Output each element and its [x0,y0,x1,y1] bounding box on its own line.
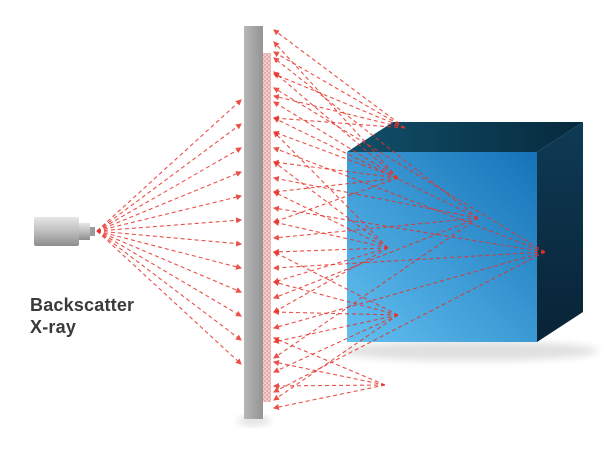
emitter-neck [79,223,90,240]
xray-ray [272,280,399,316]
xray-ray [272,360,386,386]
xray-ray [272,217,479,241]
xray-ray [273,217,479,359]
xray-ray [272,251,399,316]
backscattered-xray-beams [272,29,546,410]
scanned-object-cube [347,122,583,342]
xray-ray [273,247,389,313]
xray-ray [272,177,399,224]
detector-panel [244,26,271,419]
xray-ray [272,251,546,330]
xray-ray [273,41,399,179]
xray-ray [273,57,479,219]
cube-shadow [342,341,598,361]
xray-ray [272,251,546,271]
detector-strip [263,53,271,402]
cube-top-face [347,122,583,152]
diagram-label: Backscatter X-ray [30,294,134,338]
xray-ray [96,194,243,232]
xray-ray [272,220,389,249]
xray-ray [272,146,546,253]
xray-ray [96,230,243,293]
xray-ray [272,314,399,373]
xray-ray [272,94,406,129]
xray-ray [272,115,406,129]
xray-ray [96,230,242,365]
cube-right-face [537,122,583,342]
xray-ray [96,171,243,232]
xray-ray [96,99,242,232]
emitter-tip [90,227,95,236]
xray-ray [273,161,389,249]
xray-ray [273,71,399,179]
xray-ray [272,251,546,393]
xray-emitter [34,217,95,246]
xray-ray [96,230,243,247]
panel-shadow [237,417,271,425]
xray-ray [272,130,399,179]
xray-ray [272,247,389,255]
incident-xray-beams [96,99,243,365]
xray-ray [272,73,406,129]
xray-ray [272,191,389,249]
xray-ray [272,314,399,344]
xray-ray [272,384,386,410]
xray-ray [96,230,242,341]
xray-ray [96,230,243,270]
xray-ray [96,123,242,232]
cube-front-face [347,152,537,342]
xray-ray [273,29,406,129]
xray-ray [272,247,389,284]
label-line-1: Backscatter [30,295,135,315]
xray-ray [272,117,479,219]
xray-ray [273,87,546,253]
xray-ray [96,217,243,232]
xray-ray [273,51,406,129]
xray-ray [273,101,399,179]
xray-ray [272,205,546,253]
xray-ray [272,217,479,300]
panel-wall [244,26,263,419]
xray-ray [273,131,389,249]
xray-ray [272,337,386,386]
label-line-2: X-ray [30,317,77,337]
xray-ray [272,382,386,389]
emitter-body [34,217,79,246]
xray-ray [96,147,242,232]
